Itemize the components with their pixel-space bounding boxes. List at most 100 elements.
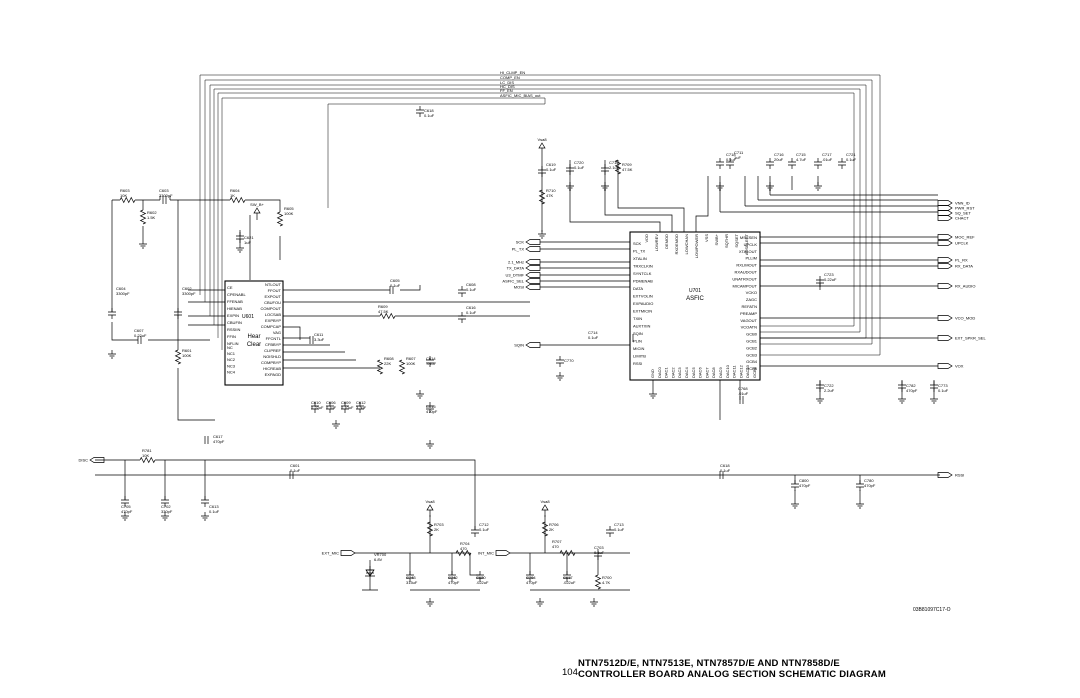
u701-pin-bottom: DAC7	[704, 367, 709, 378]
port-label: PL_RX	[955, 258, 968, 263]
u701-pin-right: PLLIM	[745, 256, 757, 261]
u701-pin-top: LOWCHAN	[684, 234, 689, 255]
ground-symbol	[108, 350, 116, 359]
component-ref: R601	[182, 348, 192, 353]
u701-pin-left: EXTMICIN	[633, 309, 652, 314]
u701-pin-left: EXPAUDIO	[633, 301, 653, 306]
signal-port	[340, 550, 356, 556]
capacitor-symbol	[816, 381, 824, 392]
component-ref: C702	[161, 504, 171, 509]
component-ref: R608	[384, 356, 394, 361]
component-value: 4.7uF	[796, 157, 807, 162]
u701-pin-left: RSSI	[633, 361, 642, 366]
u701-pin-right: MSCSEN	[740, 235, 757, 240]
port-label: SQ_SET	[955, 211, 971, 216]
capacitor-symbol	[121, 496, 129, 507]
port-label: RX_AUDIO	[955, 284, 975, 289]
component-ref: R704	[460, 541, 470, 546]
port-label: TX_DATA	[507, 266, 525, 271]
capacitor-symbol	[201, 496, 209, 507]
component-value: 0.1uF	[720, 468, 731, 473]
u701-pin-right: UPCLK	[744, 242, 758, 247]
capacitor-symbol	[856, 480, 864, 491]
u701-pin-top: SQSET	[734, 233, 739, 247]
ground-symbol	[236, 244, 244, 253]
u601-pin-right: CBUFOU	[264, 300, 281, 305]
u701-pin-top: DEMOD	[664, 234, 669, 249]
component-ref: C780	[864, 478, 874, 483]
signal-port	[937, 210, 953, 216]
component-value: .01uF	[738, 391, 749, 396]
component-ref: R602	[147, 210, 157, 215]
port-label: MOC_REF	[955, 235, 975, 240]
component-value: 0.1uF	[574, 165, 585, 170]
ground-symbol	[121, 512, 129, 521]
component-ref: C782	[906, 383, 916, 388]
component-ref: C713	[614, 522, 624, 527]
u601-pin-left: CPENABL	[227, 292, 246, 297]
component-value: 0.1uF	[466, 287, 477, 292]
signal-port	[525, 272, 541, 278]
port-label: CHACT	[955, 216, 969, 221]
u701-pin-bottom: DAC9	[718, 367, 723, 378]
capacitor-symbol	[716, 158, 724, 169]
u701-pin-bottom: DAC13	[745, 364, 750, 378]
signal-port	[525, 239, 541, 245]
component-ref: C722	[824, 383, 834, 388]
component-value: 100K	[182, 353, 192, 358]
u601-pin-right: CLIPREF	[264, 348, 281, 353]
component-value: 4.7K	[602, 580, 611, 585]
signal-port	[525, 246, 541, 252]
net-label: COMP_EN	[500, 75, 520, 80]
component-value: 0.22uF	[824, 277, 837, 282]
component-ref: C605	[390, 278, 400, 283]
component-ref: C711	[734, 150, 744, 155]
u701-pin-right: PREAMP	[740, 311, 757, 316]
component-value: 470pF	[526, 580, 538, 585]
u701-pin-left: PDMENAB	[633, 279, 653, 284]
port-label: ASFIC_SEL	[502, 279, 524, 284]
u701-pin-left: TXIN	[633, 316, 642, 321]
u601-pin-left: CBUFIN	[227, 320, 242, 325]
u701-pin-right: RXLIMOUT	[736, 263, 757, 268]
component-ref: R700	[602, 575, 612, 580]
ground-symbol	[139, 240, 147, 249]
signal-port	[937, 263, 953, 269]
u701-pin-right: GCB3	[746, 352, 758, 357]
capacitor-symbol	[838, 158, 846, 169]
u601-name: Hear	[247, 334, 260, 340]
resistor-symbol	[594, 574, 602, 590]
signal-port	[89, 457, 105, 463]
u701-pin-top: ADSELECT	[744, 233, 749, 255]
port-label: DISC	[78, 458, 88, 463]
signal-port	[525, 278, 541, 284]
ground-symbol	[201, 512, 209, 521]
u701-pin-left: TRXCLKIN	[633, 264, 653, 269]
component-value: 47.5K	[378, 309, 389, 314]
resistor-symbol	[276, 211, 284, 227]
component-value: 0.1uF	[209, 509, 220, 514]
component-value: 2.1uF	[609, 165, 620, 170]
component-value: .01uF	[822, 157, 833, 162]
component-ref: VR700	[374, 552, 387, 557]
component-value: 470pF	[906, 388, 918, 393]
component-ref: R605	[284, 206, 294, 211]
signal-port	[937, 315, 953, 321]
resistor-symbol	[426, 521, 434, 537]
component-value: 0.22uF	[134, 333, 147, 338]
component-ref: R706	[549, 522, 559, 527]
capacitor-symbol	[816, 276, 824, 287]
capacitor-symbol	[930, 381, 938, 392]
net-label: LC_DIS	[500, 80, 514, 85]
port-label: SCK	[516, 240, 525, 245]
capacitor-symbol	[788, 158, 796, 169]
ground-symbol	[601, 182, 609, 191]
ground-symbol	[590, 598, 598, 607]
signal-port	[937, 363, 953, 369]
component-value: 0.1uF	[726, 157, 737, 162]
capacitor-symbol	[389, 286, 394, 294]
u601-ref: U601	[242, 314, 254, 320]
supply-label: Vsa8	[540, 499, 550, 504]
port-label: PL_TX	[512, 247, 525, 252]
u701-pin-left: PL_TX	[633, 249, 646, 254]
